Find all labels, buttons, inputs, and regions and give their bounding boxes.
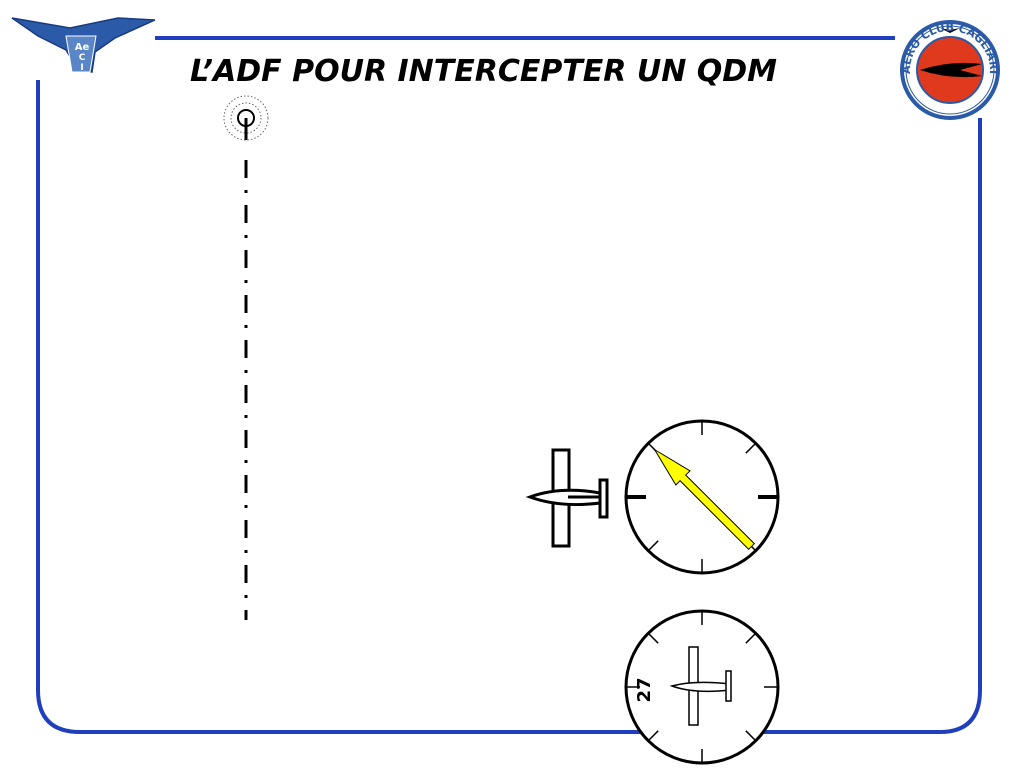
bird-body-icon bbox=[65, 35, 97, 73]
aircraft-icon bbox=[525, 448, 609, 548]
slide-title: L’ADF POUR INTERCEPTER UN QDM bbox=[190, 54, 778, 89]
ndb-station-icon bbox=[223, 95, 269, 141]
heading-label: 27 bbox=[634, 677, 655, 702]
tick-mark bbox=[647, 730, 659, 742]
tick-mark bbox=[647, 540, 659, 552]
aeci-logo: Ae C I bbox=[11, 17, 156, 73]
logo-text-c: C bbox=[79, 53, 86, 63]
tick-mark bbox=[745, 632, 757, 644]
tick-mark bbox=[647, 632, 659, 644]
heading-indicator: 27 bbox=[624, 609, 780, 765]
logo-text-i: I bbox=[80, 63, 83, 73]
tick-mark bbox=[745, 442, 757, 454]
adf-needle bbox=[654, 449, 756, 551]
adf-needle-arrow bbox=[654, 449, 756, 551]
slide-frame bbox=[36, 36, 982, 734]
adf-indicator bbox=[624, 419, 780, 575]
aero-club-logo: AERO CLUB CAGLIARI bbox=[900, 20, 1000, 120]
heading-ticks bbox=[626, 611, 778, 763]
logo-text-ae: Ae bbox=[75, 42, 90, 53]
plane-silhouette-icon bbox=[920, 62, 982, 78]
small-bird-icon bbox=[940, 28, 960, 33]
tick-mark bbox=[745, 730, 757, 742]
heading-aircraft-icon bbox=[669, 646, 732, 726]
